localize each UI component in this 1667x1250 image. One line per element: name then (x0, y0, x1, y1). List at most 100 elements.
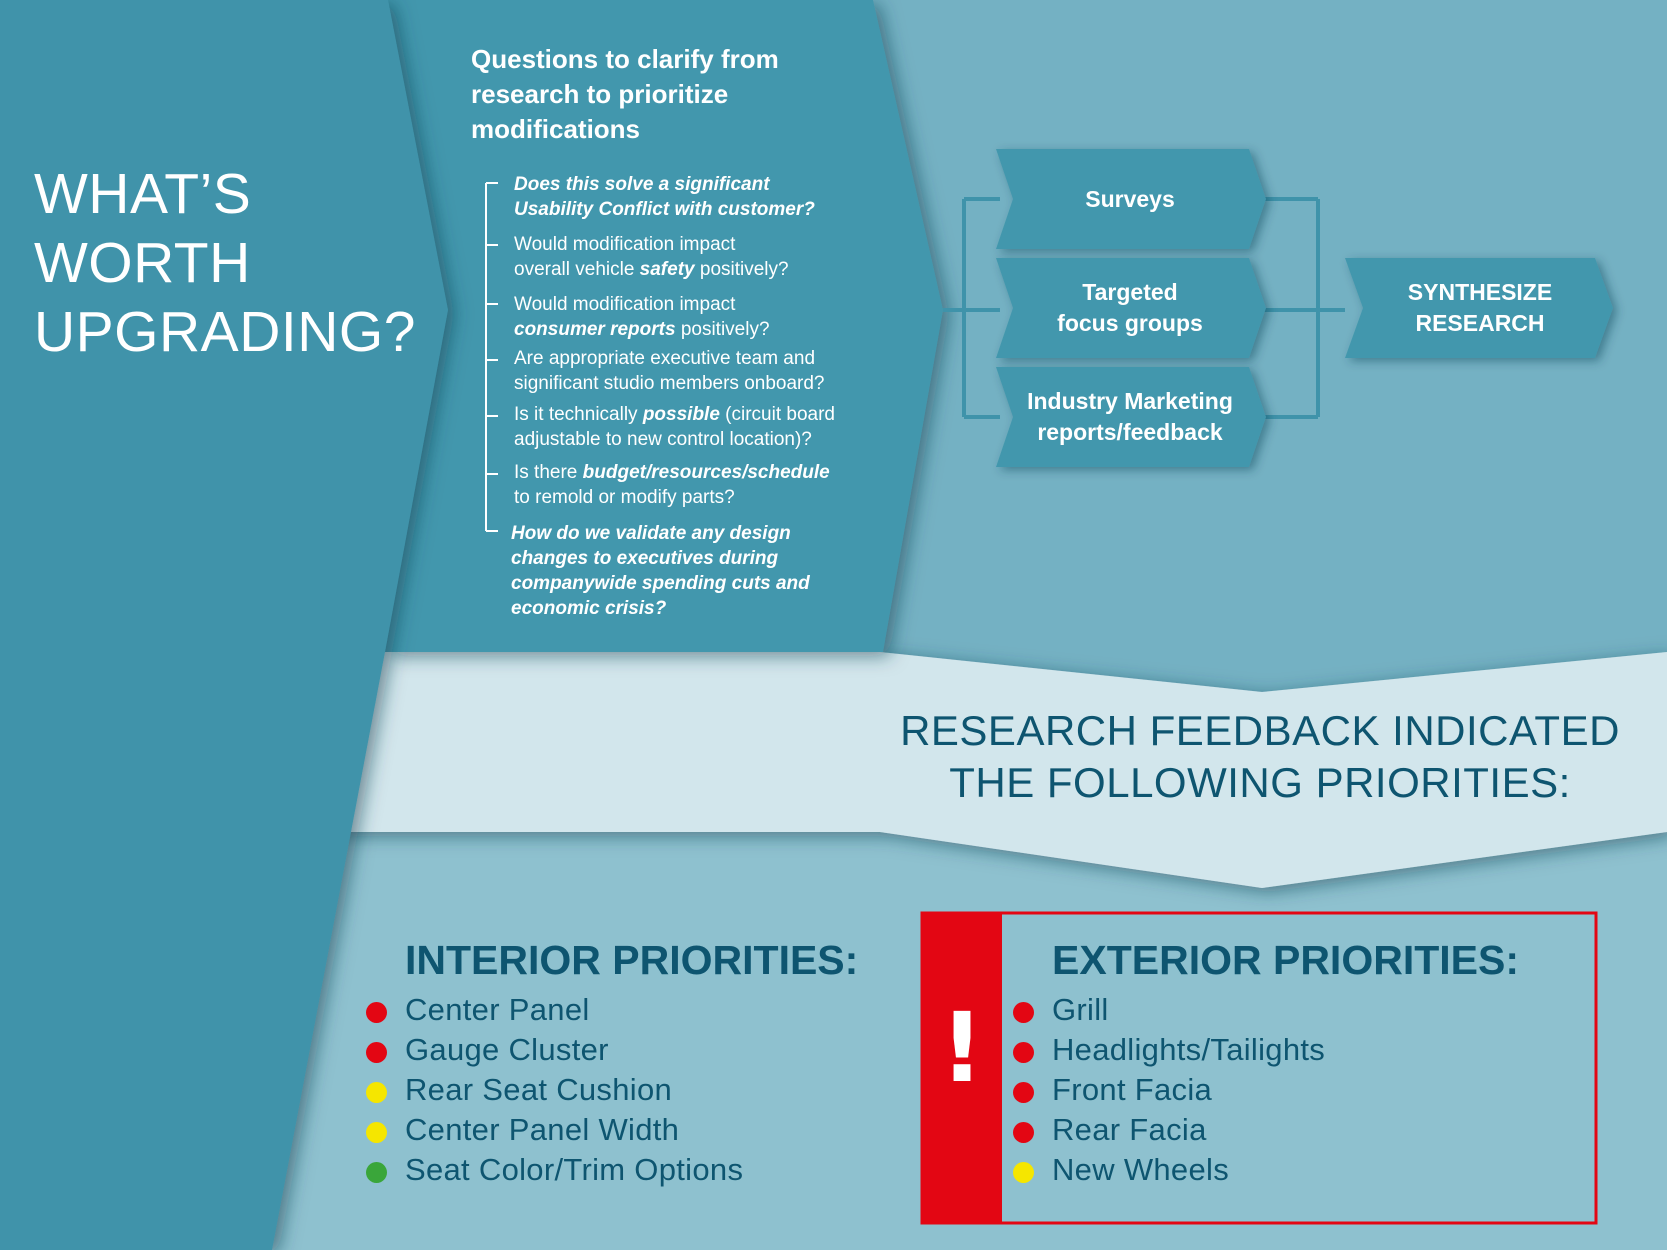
question-text: Usability Conflict with customer? (514, 199, 815, 220)
priority-red-dot (1013, 1082, 1034, 1103)
synthesize-label-line: RESEARCH (1415, 310, 1545, 336)
exterior-list: Grill Headlights/Tailights Front Facia R… (1013, 990, 1325, 1190)
priority-red-dot (1013, 1002, 1034, 1023)
question-line: Is there budget/resources/schedule (514, 460, 830, 485)
priority-item: Center Panel (366, 990, 743, 1030)
connector-lines (943, 197, 1345, 419)
priority-label: Rear Seat Cushion (405, 1072, 673, 1107)
priority-red-dot (366, 1002, 387, 1023)
question-text: Are appropriate executive team and (514, 348, 816, 369)
surveys-label: Surveys (1010, 149, 1250, 249)
question-text: Is there (514, 462, 583, 483)
priority-label: Gauge Cluster (405, 1032, 609, 1067)
priority-yellow-dot (366, 1122, 387, 1143)
question-text: positively? (675, 319, 770, 340)
question-text: positively? (694, 259, 789, 280)
marketing-reports-label-line: Industry Marketing (1027, 388, 1233, 414)
alert-exclamation: ! (940, 992, 984, 1104)
alert-bar (922, 913, 1002, 1223)
priority-label: Front Facia (1052, 1072, 1213, 1107)
main-title-line: WHAT’S (34, 162, 252, 226)
marketing-reports-label: Industry Marketing reports/feedback (1010, 367, 1250, 467)
question-line: Would modification impact (514, 292, 770, 317)
question-text: companywide spending cuts and (511, 573, 810, 594)
priority-item: Front Facia (1013, 1070, 1325, 1110)
question-item: Are appropriate executive team and signif… (514, 346, 825, 396)
priority-yellow-dot (366, 1082, 387, 1103)
surveys-label-line: Surveys (1085, 185, 1175, 212)
question-emphasis: consumer reports (514, 319, 676, 340)
interior-list: Center Panel Gauge Cluster Rear Seat Cus… (366, 990, 743, 1190)
priority-label: Grill (1052, 992, 1109, 1027)
question-line: consumer reports positively? (514, 317, 770, 342)
question-item: Is it technically possible (circuit boar… (514, 402, 835, 452)
exterior-title: EXTERIOR PRIORITIES: (1052, 937, 1519, 983)
question-bracket (485, 182, 498, 532)
question-line: to remold or modify parts? (514, 485, 830, 510)
interior-title: INTERIOR PRIORITIES: (405, 937, 859, 983)
question-text: Would modification impact (514, 234, 736, 255)
priority-yellow-dot (1013, 1162, 1034, 1183)
priority-red-dot (1013, 1122, 1034, 1143)
question-line: economic crisis? (511, 596, 810, 621)
priority-label: Center Panel Width (405, 1112, 680, 1147)
marketing-reports-label-line: reports/feedback (1037, 419, 1223, 445)
feedback-title: RESEARCH FEEDBACK INDICATED THE FOLLOWIN… (880, 705, 1640, 809)
focus-groups-label: Targeted focus groups (1010, 258, 1250, 358)
question-line: Are appropriate executive team and (514, 346, 825, 371)
priority-item: Rear Seat Cushion (366, 1070, 743, 1110)
question-text: Does this solve a significant (514, 174, 770, 195)
question-line: changes to executives during (511, 546, 810, 571)
questions-heading-line: research to prioritize (471, 79, 729, 109)
question-text: Is it technically (514, 404, 643, 425)
question-line: Does this solve a significant (514, 172, 815, 197)
question-line: adjustable to new control location)? (514, 427, 835, 452)
question-text: significant studio members onboard? (514, 373, 825, 394)
priority-item: Seat Color/Trim Options (366, 1150, 743, 1190)
question-text: overall vehicle (514, 259, 640, 280)
surveys-chevron (996, 149, 1266, 249)
priority-label: Headlights/Tailights (1052, 1032, 1326, 1067)
priority-label: Center Panel (405, 992, 590, 1027)
focus-groups-chevron (996, 258, 1266, 358)
questions-heading-line: modifications (471, 114, 641, 144)
question-line: overall vehicle safety positively? (514, 257, 789, 282)
title-panel (0, 0, 448, 1250)
feedback-title-line: RESEARCH FEEDBACK INDICATED (900, 707, 1620, 754)
priority-label: Rear Facia (1052, 1112, 1207, 1147)
question-text: changes to executives during (511, 548, 779, 569)
synthesize-chevron (1345, 258, 1613, 358)
questions-heading: Questions to clarify from research to pr… (471, 42, 851, 147)
priority-green-dot (366, 1162, 387, 1183)
synthesize-label: SYNTHESIZE RESEARCH (1360, 258, 1600, 358)
priority-red-dot (1013, 1042, 1034, 1063)
question-line: How do we validate any design (511, 521, 810, 546)
question-line: companywide spending cuts and (511, 571, 810, 596)
main-title-line: UPGRADING? (34, 300, 416, 364)
question-line: significant studio members onboard? (514, 371, 825, 396)
question-text: (circuit board (719, 404, 836, 425)
marketing-reports-chevron (996, 367, 1266, 467)
main-title-line: WORTH (34, 231, 251, 295)
question-text: economic crisis? (511, 598, 667, 619)
question-text: Would modification impact (514, 294, 736, 315)
question-line: Usability Conflict with customer? (514, 197, 815, 222)
question-line: Would modification impact (514, 232, 789, 257)
feedback-title-line: THE FOLLOWING PRIORITIES: (949, 759, 1571, 806)
priority-item: Headlights/Tailights (1013, 1030, 1325, 1070)
questions-panel (385, 0, 943, 652)
main-title: WHAT’S WORTH UPGRADING? (34, 160, 416, 367)
question-text: to remold or modify parts? (514, 487, 735, 508)
priority-item: Grill (1013, 990, 1325, 1030)
question-line: Is it technically possible (circuit boar… (514, 402, 835, 427)
focus-groups-label-line: focus groups (1057, 310, 1203, 336)
focus-groups-label-line: Targeted (1082, 279, 1178, 305)
feedback-banner (330, 652, 1667, 888)
question-emphasis: safety (639, 259, 695, 280)
priority-red-dot (366, 1042, 387, 1063)
